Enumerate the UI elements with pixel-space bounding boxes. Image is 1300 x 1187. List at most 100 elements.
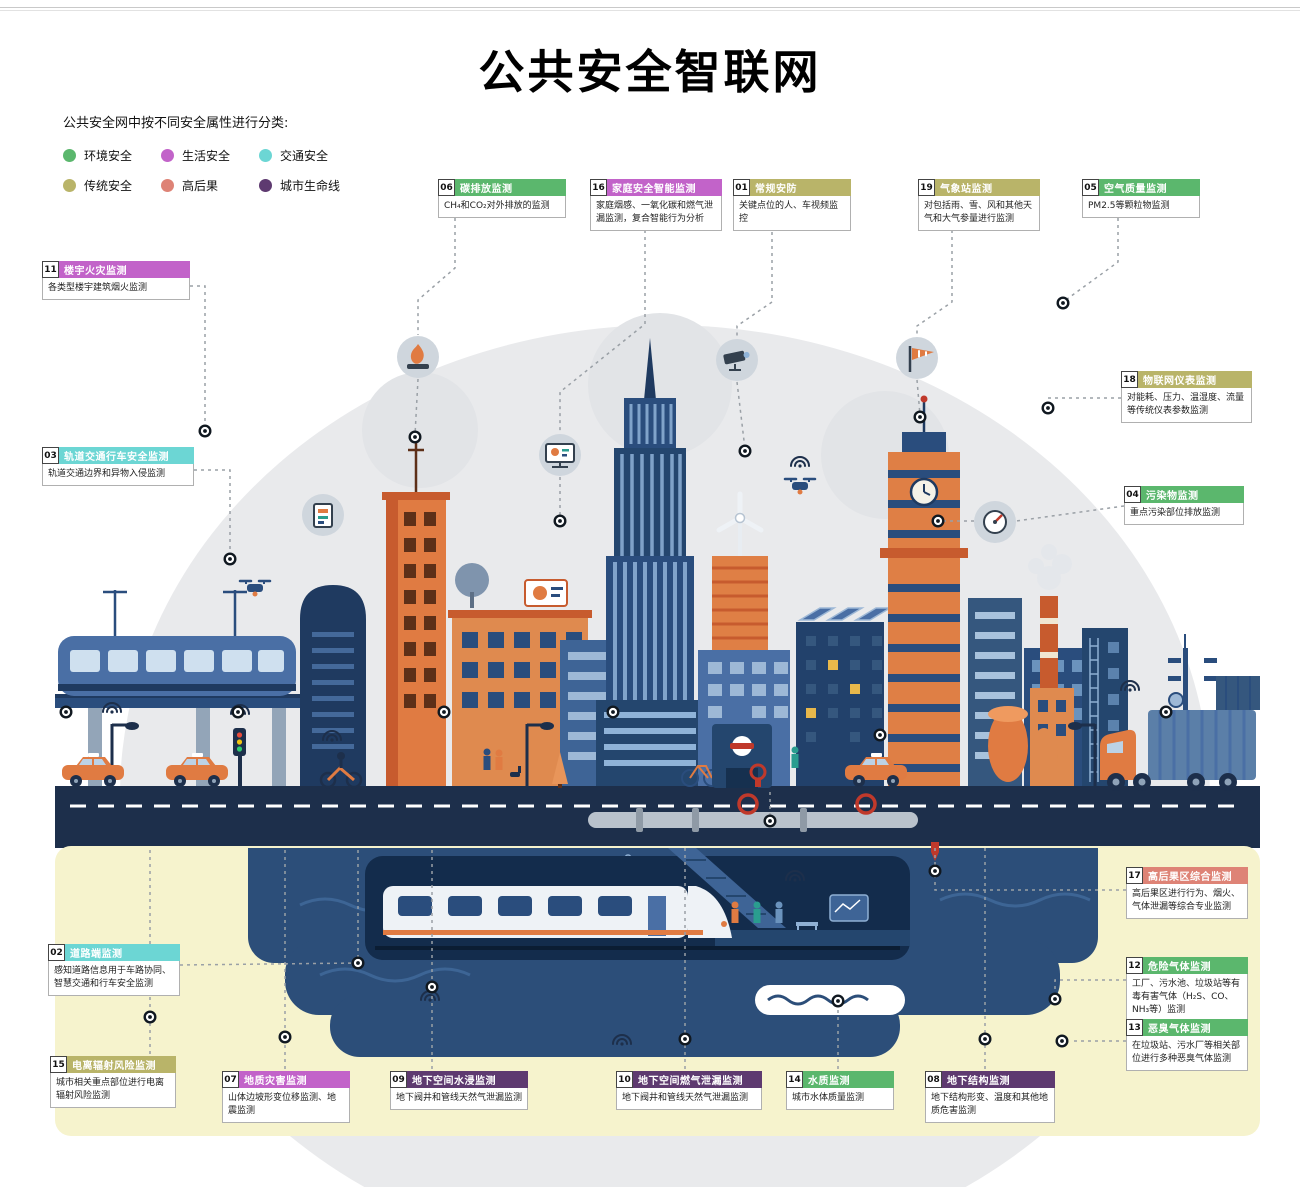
top-rule xyxy=(0,7,1300,8)
callout-number: 07 xyxy=(222,1071,239,1088)
callout-number: 15 xyxy=(50,1056,67,1073)
callout-number: 08 xyxy=(925,1071,942,1088)
callout-title: 水质监测 xyxy=(803,1071,894,1088)
legend-label: 交通安全 xyxy=(280,149,329,163)
callout-title: 高后果区综合监测 xyxy=(1143,867,1248,884)
gas-stove-flame-icon xyxy=(397,336,439,378)
top-rule-secondary xyxy=(0,10,1300,11)
callout-number: 06 xyxy=(438,179,455,196)
callout-description: 城市水体质量监测 xyxy=(786,1088,894,1111)
legend-label: 环境安全 xyxy=(84,149,133,163)
callout-title: 楼宇火灾监测 xyxy=(59,261,190,278)
callout-title: 地质灾害监测 xyxy=(239,1071,350,1088)
legend-item-life: 生活安全 xyxy=(161,147,259,164)
callout-title: 电离辐射风险监测 xyxy=(67,1056,176,1073)
legend-label: 城市生命线 xyxy=(280,179,341,193)
callout-title: 空气质量监测 xyxy=(1099,179,1200,196)
callout-title: 地下空间燃气泄漏监测 xyxy=(633,1071,762,1088)
callout-description: PM2.5等颗粒物监测 xyxy=(1082,196,1200,219)
callout-number: 16 xyxy=(590,179,607,196)
city-buildings xyxy=(300,338,1260,790)
callout-description: 地下结构形变、温度和其他地质危害监测 xyxy=(925,1088,1055,1124)
legend-dot-traffic xyxy=(259,149,272,162)
callout-description: 对包括雨、雪、风和其他天气和大气参量进行监测 xyxy=(918,196,1040,232)
legend: 公共安全网中按不同安全属性进行分类: 环境安全 生活安全 交通安全 传统安全 高… xyxy=(63,112,393,194)
legend-label: 高后果 xyxy=(182,179,219,193)
callout-number: 19 xyxy=(918,179,935,196)
legend-dot-high-consequence xyxy=(161,179,174,192)
smart-screen-icon xyxy=(539,434,581,476)
callout-title: 恶臭气体监测 xyxy=(1143,1019,1248,1036)
callout-description: 山体边坡形变位移监测、地震监测 xyxy=(222,1088,350,1124)
scene-icon-badges xyxy=(302,336,1016,543)
callout-title: 轨道交通行车安全监测 xyxy=(59,447,194,464)
callout-title: 气象站监测 xyxy=(935,179,1040,196)
callout-title: 地下空间水浸监测 xyxy=(407,1071,528,1088)
callout-number: 05 xyxy=(1082,179,1099,196)
callout-description: 地下阀井和管线天然气泄漏监测 xyxy=(616,1088,762,1111)
callout-number: 12 xyxy=(1126,957,1143,974)
callout-title: 危险气体监测 xyxy=(1143,957,1248,974)
callout-description: 轨道交通边界和异物入侵监测 xyxy=(42,464,194,487)
callout-description: 各类型楼宇建筑烟火监测 xyxy=(42,278,190,301)
legend-dot-life xyxy=(161,149,174,162)
underground-section xyxy=(55,793,1260,1136)
callout-title: 污染物监测 xyxy=(1141,486,1244,503)
legend-item-traditional: 传统安全 xyxy=(63,177,161,194)
legend-grid: 环境安全 生活安全 交通安全 传统安全 高后果 城市生命线 xyxy=(63,147,393,194)
callout-description: 关键点位的人、车视频监控 xyxy=(733,196,851,232)
callout-description: 在垃圾站、污水厂等相关部位进行多种恶臭气体监测 xyxy=(1126,1036,1248,1072)
callout-number: 17 xyxy=(1126,867,1143,884)
callout-title: 碳排放监测 xyxy=(455,179,566,196)
callout-description: 感知道路信息用于车路协同、智慧交通和行车安全监测 xyxy=(48,961,180,997)
callout-description: 对能耗、压力、温湿度、流量等传统仪表参数监测 xyxy=(1121,388,1252,424)
windsock-icon xyxy=(896,337,938,379)
legend-item-traffic: 交通安全 xyxy=(259,147,379,164)
callout-title: 家庭安全智能监测 xyxy=(607,179,722,196)
page-title: 公共安全智联网 xyxy=(478,45,822,99)
legend-intro: 公共安全网中按不同安全属性进行分类: xyxy=(63,116,289,131)
legend-label: 传统安全 xyxy=(84,179,133,193)
legend-label: 生活安全 xyxy=(182,149,231,163)
callout-number: 18 xyxy=(1121,371,1138,388)
callout-number: 13 xyxy=(1126,1019,1143,1036)
callout-number: 10 xyxy=(616,1071,633,1088)
pressure-gauge-icon xyxy=(974,501,1016,543)
callout-title: 物联网仪表监测 xyxy=(1138,371,1252,388)
callout-description: 工厂、污水池、垃圾站等有毒有害气体（H₂S、CO、NH₃等）监测 xyxy=(1126,974,1248,1023)
legend-dot-lifeline xyxy=(259,179,272,192)
callout-description: 高后果区进行行为、烟火、气体泄漏等综合专业监测 xyxy=(1126,884,1248,920)
callout-description: 重点污染部位排放监测 xyxy=(1124,503,1244,526)
callout-number: 01 xyxy=(733,179,750,196)
callout-number: 03 xyxy=(42,447,59,464)
callout-number: 09 xyxy=(390,1071,407,1088)
callout-title: 地下结构监测 xyxy=(942,1071,1055,1088)
callout-number: 02 xyxy=(48,944,65,961)
callout-description: 家庭烟感、一氧化碳和燃气泄漏监测，复合智能行为分析 xyxy=(590,196,722,232)
cctv-camera-icon xyxy=(716,339,758,381)
callout-description: CH₄和CO₂对外排放的监测 xyxy=(438,196,566,219)
callout-description: 城市相关重点部位进行电离辐射风险监测 xyxy=(50,1073,176,1109)
callout-number: 04 xyxy=(1124,486,1141,503)
legend-item-high-consequence: 高后果 xyxy=(161,177,259,194)
legend-item-lifeline: 城市生命线 xyxy=(259,177,379,194)
callout-number: 11 xyxy=(42,261,59,278)
